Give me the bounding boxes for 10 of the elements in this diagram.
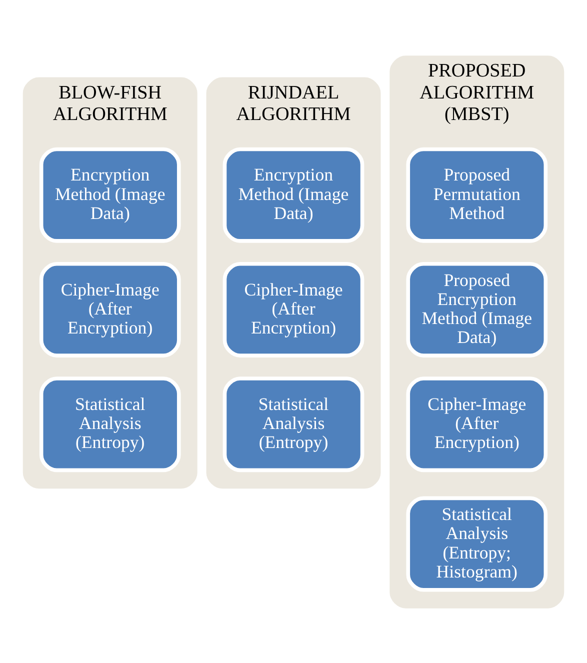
node-box: Cipher-Image (After Encryption) (406, 376, 548, 472)
node-box: Cipher-Image (After Encryption) (39, 261, 181, 357)
node-box: Encryption Method (Image Data) (39, 146, 181, 242)
node-box: Cipher-Image (After Encryption) (222, 261, 364, 357)
node-box: Statistical Analysis (Entropy) (222, 376, 364, 472)
node-box: Encryption Method (Image Data) (222, 146, 364, 242)
node-box: Statistical Analysis (Entropy; Histogram) (406, 496, 548, 592)
node-box: Proposed Encryption Method (Image Data) (406, 261, 548, 357)
node-box: Statistical Analysis (Entropy) (39, 376, 181, 472)
node-box: Proposed Permutation Method (406, 146, 548, 242)
